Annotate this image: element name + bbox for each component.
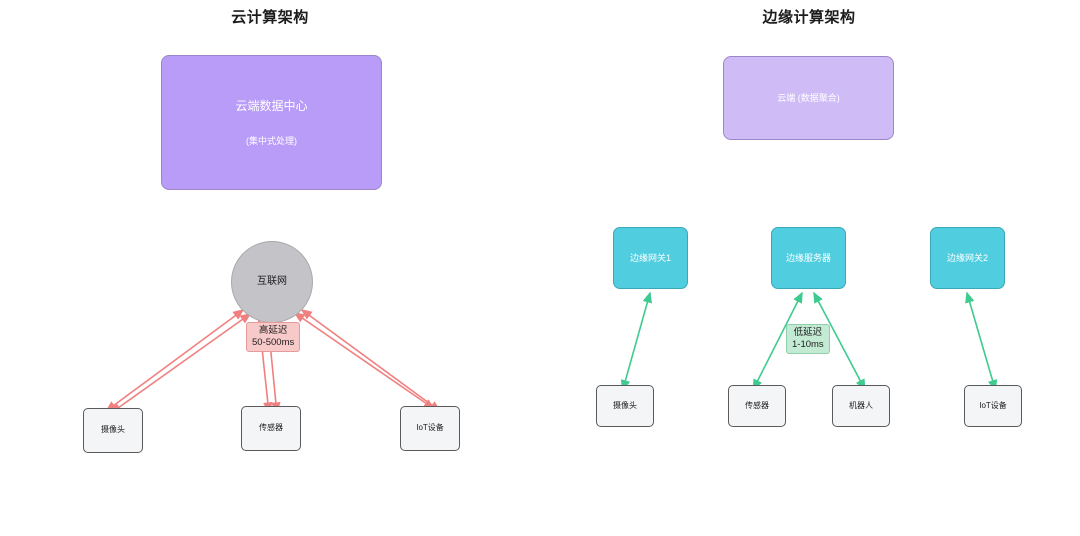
low-latency-line1: 低延迟 — [793, 327, 823, 338]
right-device-camera[interactable]: 摄像头 — [596, 385, 654, 427]
right-device-robot-label: 机器人 — [849, 400, 873, 410]
edge-gateway-2-node[interactable]: 边缘网关2 — [930, 227, 1005, 289]
right-device-iot[interactable]: IoT设备 — [964, 385, 1022, 427]
connector-iot-internet — [293, 312, 435, 410]
left-device-sensor[interactable]: 传感器 — [241, 406, 301, 451]
low-latency-line2: 1-10ms — [792, 338, 824, 350]
cloud-data-center-node[interactable]: 云端数据中心 (集中式处理) — [161, 55, 382, 190]
right-device-robot[interactable]: 机器人 — [832, 385, 890, 427]
edge-server-node[interactable]: 边缘服务器 — [771, 227, 846, 289]
high-latency-line2: 50-500ms — [252, 336, 295, 348]
left-device-camera-label: 摄像头 — [101, 425, 125, 435]
right-device-camera-label: 摄像头 — [613, 400, 637, 410]
internet-node[interactable]: 互联网 — [231, 241, 313, 323]
low-latency-label: 低延迟 1-10ms — [786, 324, 830, 354]
cloud-aggregation-label: 云端 (数据聚合) — [777, 92, 840, 103]
edge-gateway-2-label: 边缘网关2 — [946, 252, 988, 263]
cloud-data-center-label: 云端数据中心 — [235, 99, 308, 114]
left-device-camera[interactable]: 摄像头 — [83, 408, 143, 453]
connector-iot-internet-b — [300, 309, 441, 412]
connector-iot-gateway2 — [965, 291, 998, 392]
connector-camera-gateway1 — [620, 291, 653, 392]
left-device-sensor-label: 传感器 — [259, 423, 283, 433]
right-device-iot-label: IoT设备 — [979, 400, 1007, 410]
cloud-data-center-subtitle: (集中式处理) — [246, 135, 297, 146]
edge-gateway-1-node[interactable]: 边缘网关1 — [613, 227, 688, 289]
right-device-sensor[interactable]: 传感器 — [728, 385, 786, 427]
connector-camera-internet-b — [110, 313, 252, 414]
left-device-iot-label: IoT设备 — [416, 423, 444, 433]
high-latency-label: 高延迟 50-500ms — [246, 322, 301, 352]
left-device-iot[interactable]: IoT设备 — [400, 406, 460, 451]
internet-label: 互联网 — [257, 276, 287, 288]
edge-gateway-1-label: 边缘网关1 — [629, 252, 671, 263]
cloud-aggregation-node[interactable]: 云端 (数据聚合) — [723, 56, 894, 140]
connector-camera-internet — [105, 309, 245, 412]
left-panel-title: 云计算架构 — [231, 9, 309, 26]
high-latency-line1: 高延迟 — [258, 325, 288, 336]
right-panel-title: 边缘计算架构 — [762, 9, 856, 26]
right-device-sensor-label: 传感器 — [745, 400, 769, 410]
edge-server-label: 边缘服务器 — [785, 252, 831, 263]
